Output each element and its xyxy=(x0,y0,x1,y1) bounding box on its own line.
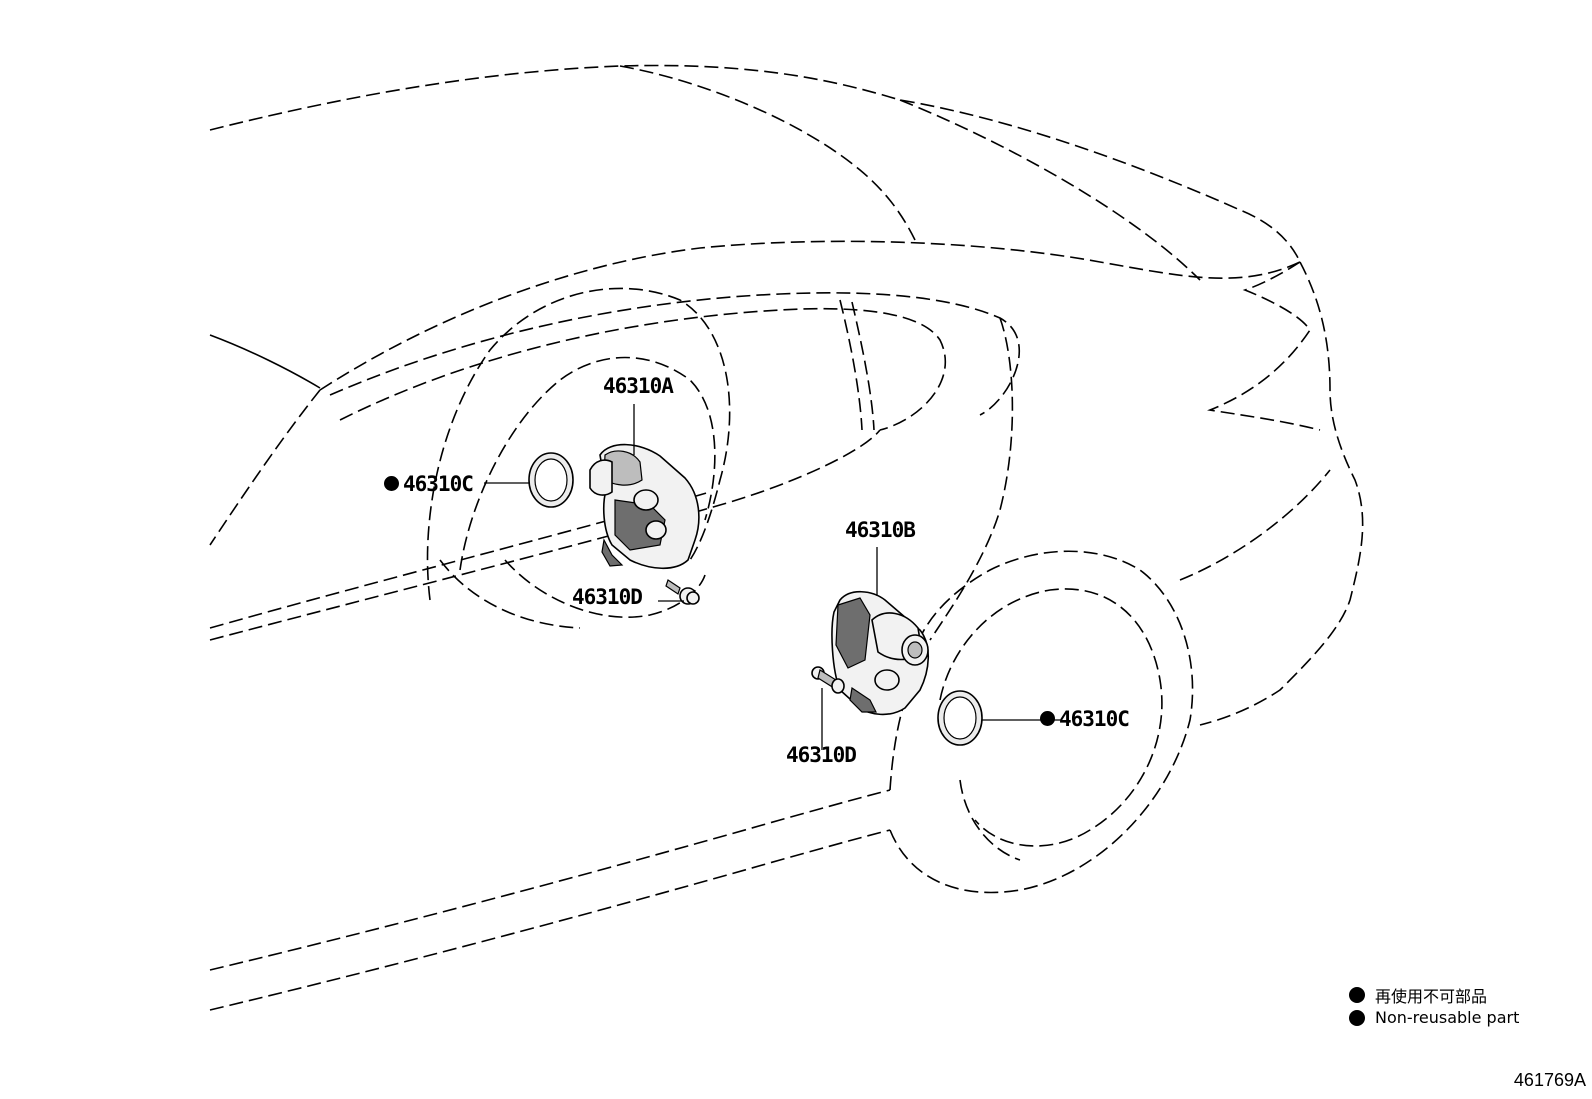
car-body-outline xyxy=(209,64,1364,1011)
legend-english-text: Non-reusable part xyxy=(1375,1008,1520,1027)
callout-46310B-text: 46310B xyxy=(845,518,916,542)
gasket-left-illustration xyxy=(528,452,574,508)
callout-46310A-text: 46310A xyxy=(603,374,674,398)
non-reusable-dot-icon xyxy=(384,475,399,491)
callout-46310C-left-text: 46310C xyxy=(403,472,474,496)
callout-46310C-left: 46310C xyxy=(384,472,474,496)
callout-46310D-right: 46310D xyxy=(786,743,857,767)
callout-46310C-right: 46310C xyxy=(1040,707,1130,731)
figure-id: 461769A xyxy=(1513,1070,1586,1090)
non-reusable-dot-icon xyxy=(1040,710,1055,726)
bolt-left-illustration xyxy=(665,579,700,605)
legend-japanese-text: 再使用不可部品 xyxy=(1375,987,1488,1006)
actuator-part-a-illustration xyxy=(589,443,700,570)
legend-row-japanese: 再使用不可部品 xyxy=(1349,983,1487,1007)
legend-dot-icon xyxy=(1349,1009,1365,1026)
callout-46310B: 46310B xyxy=(845,518,916,542)
legend-dot-icon xyxy=(1349,987,1365,1003)
callout-46310A: 46310A xyxy=(603,374,674,398)
gasket-right-illustration xyxy=(937,690,983,746)
callout-46310D-left: 46310D xyxy=(572,585,643,609)
callout-46310D-right-text: 46310D xyxy=(786,743,857,767)
callout-46310D-left-text: 46310D xyxy=(572,585,643,609)
bolt-right-illustration xyxy=(811,666,845,694)
actuator-part-b-illustration xyxy=(831,590,930,716)
legend-row-english: Non-reusable part xyxy=(1349,1008,1519,1027)
callout-46310C-right-text: 46310C xyxy=(1059,707,1130,731)
